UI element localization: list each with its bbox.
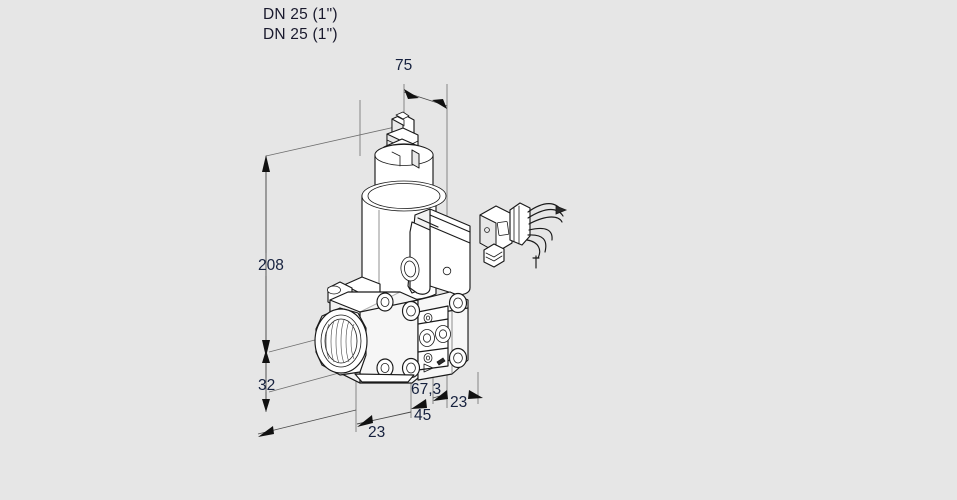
dimension-23-right: 23 (411, 390, 483, 411)
dimension-label-32: 32 (258, 377, 275, 394)
dimension-label-673: 67,3 (411, 381, 441, 398)
bolt-bosses (376, 292, 468, 379)
inlet-port (314, 307, 368, 376)
dimension-673: 67,3 (411, 381, 441, 398)
header-line-2: DN 25 (1") (263, 26, 338, 43)
dimension-label-75: 75 (395, 57, 412, 74)
dimension-75: 75 (395, 57, 448, 109)
dimension-45: 45 (356, 407, 431, 427)
header-line-1: DN 25 (1") (263, 6, 338, 23)
dimension-label-45: 45 (414, 407, 431, 424)
dimension-label-23-left: 23 (368, 424, 385, 441)
coil-shroud (400, 208, 471, 296)
plug-connector (479, 202, 568, 269)
dimension-23-left: 23 (257, 409, 385, 441)
dimension-208: 208 (258, 155, 284, 357)
dimension-label-208: 208 (258, 257, 284, 274)
dimension-label-23-right: 23 (450, 394, 467, 411)
dimension-32: 32 (258, 350, 275, 412)
faceplate (417, 305, 451, 373)
body-bottom-lip (354, 373, 415, 383)
valve-assembly (314, 111, 471, 384)
